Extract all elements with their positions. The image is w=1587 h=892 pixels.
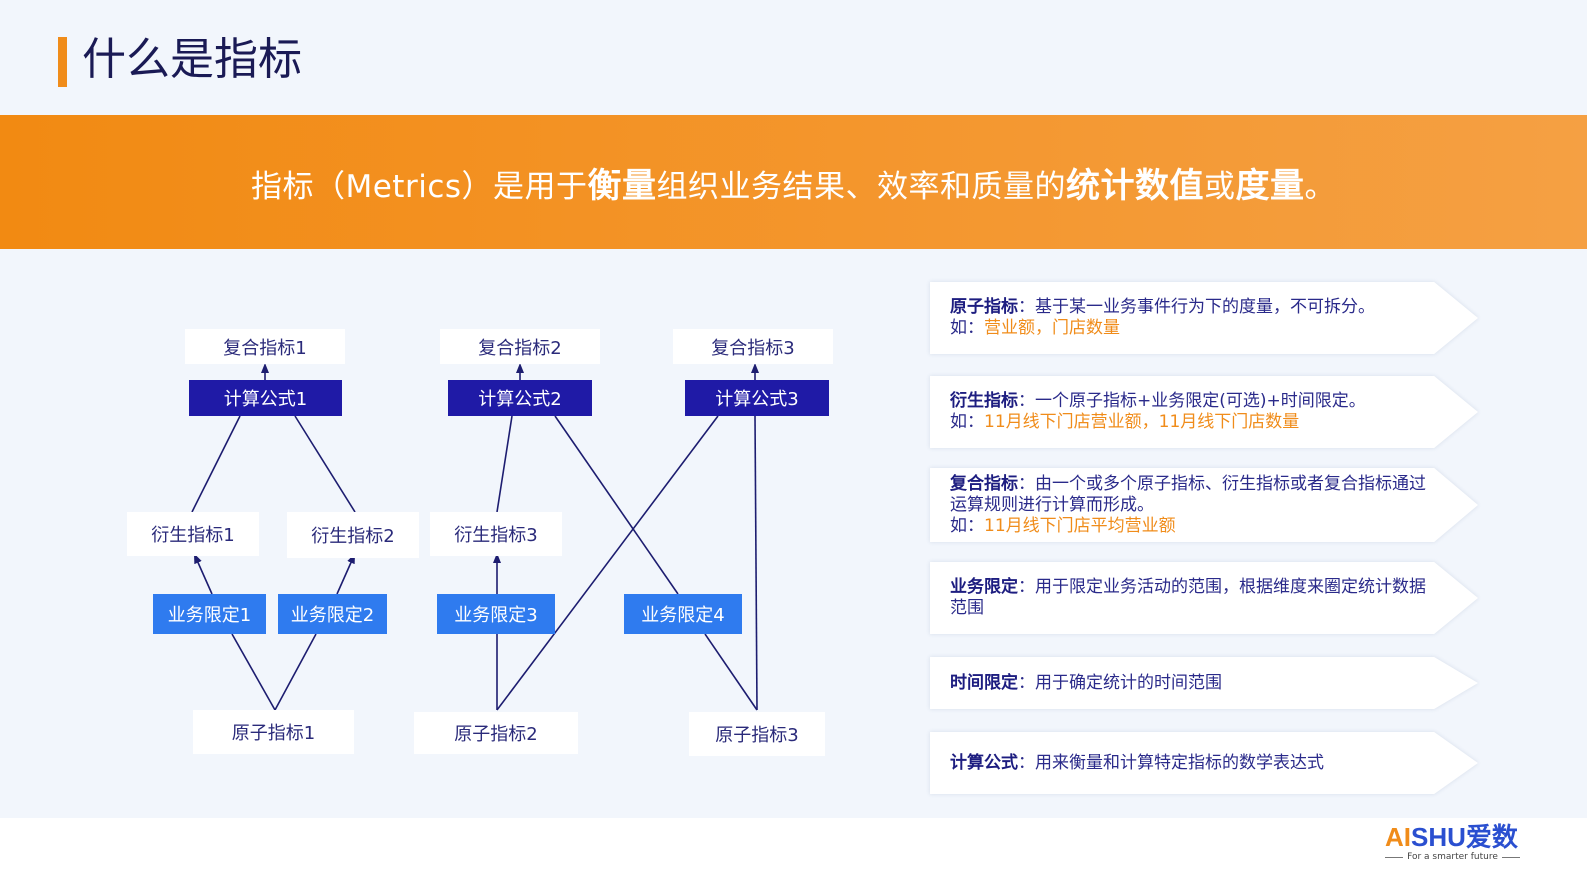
logo-wordmark: AISHU爱数: [1385, 822, 1535, 852]
aishu-logo: AISHU爱数 For a smarter future: [1385, 822, 1535, 872]
banner-part: 或: [1204, 168, 1236, 205]
derived-metric-node: 衍生指标1: [127, 512, 259, 556]
connector-line: [193, 553, 213, 595]
card-shape: [930, 562, 1478, 634]
card-shape: [930, 732, 1478, 794]
connector-line: [496, 415, 513, 513]
example-line: 如：11月线下门店平均营业额: [950, 516, 1426, 537]
atomic-metric-node: 原子指标3: [689, 712, 825, 756]
card-shape: [930, 468, 1478, 542]
connector-line: [231, 633, 276, 711]
definition-term: 计算公式: [950, 752, 1018, 773]
derived-metric-node: 衍生指标3: [430, 512, 562, 556]
formula-node: 计算公式3: [685, 380, 829, 416]
card-shape: [930, 657, 1478, 709]
definition-card: 原子指标：基于某一业务事件行为下的度量，不可拆分。 如：营业额，门店数量: [930, 282, 1478, 354]
connector-line: [496, 415, 719, 711]
banner-emphasis: 度量: [1235, 165, 1305, 206]
derived-metric-node: 衍生指标2: [287, 512, 419, 558]
definition-card: 计算公式：用来衡量和计算特定指标的数学表达式: [930, 732, 1478, 794]
definition-line: 计算公式：用来衡量和计算特定指标的数学表达式: [950, 753, 1426, 774]
definition-card: 业务限定：用于限定业务活动的范围，根据维度来圈定统计数据范围: [930, 562, 1478, 634]
title-accent-bar: [58, 37, 67, 87]
definitions-list: 原子指标：基于某一业务事件行为下的度量，不可拆分。 如：营业额，门店数量 衍生指…: [930, 282, 1490, 802]
banner-emphasis: 衡量: [587, 165, 657, 206]
card-content: 业务限定：用于限定业务活动的范围，根据维度来圈定统计数据范围: [930, 562, 1478, 634]
definition-term: 时间限定: [950, 672, 1018, 693]
example-text: 11月线下门店营业额，11月线下门店数量: [984, 412, 1300, 432]
example-prefix: 如：: [950, 412, 984, 432]
card-content: 复合指标：由一个或多个原子指标、衍生指标或者复合指标通过运算规则进行计算而形成。…: [930, 468, 1478, 542]
connector-line: [704, 633, 758, 711]
definition-card: 复合指标：由一个或多个原子指标、衍生指标或者复合指标通过运算规则进行计算而形成。…: [930, 468, 1478, 542]
banner-part: 。: [1304, 168, 1337, 205]
card-content: 原子指标：基于某一业务事件行为下的度量，不可拆分。 如：营业额，门店数量: [930, 282, 1478, 354]
tagline-rule: [1385, 856, 1404, 858]
logo-ai: AI: [1385, 822, 1411, 852]
example-text: 营业额，门店数量: [984, 318, 1120, 338]
diagram-connectors: [191, 363, 759, 711]
definition-line: 衍生指标：一个原子指标+业务限定(可选)+时间限定。: [950, 391, 1426, 412]
banner-part: 指标（Metrics）是用于: [250, 168, 588, 205]
formula-node: 计算公式2: [448, 380, 592, 416]
connector-line: [294, 415, 356, 513]
definition-desc: ：用于确定统计的时间范围: [1018, 672, 1222, 693]
card-content: 时间限定：用于确定统计的时间范围: [930, 657, 1478, 709]
atomic-metric-node: 原子指标1: [193, 710, 354, 754]
definition-card: 衍生指标：一个原子指标+业务限定(可选)+时间限定。 如：11月线下门店营业额，…: [930, 376, 1478, 448]
page-title: 什么是指标: [82, 34, 302, 85]
business-limit-node: 业务限定2: [278, 594, 387, 634]
example-line: 如：营业额，门店数量: [950, 318, 1426, 339]
definition-banner: 指标（Metrics）是用于衡量组织业务结果、效率和质量的统计数值或度量。: [0, 115, 1587, 249]
definition-term: 业务限定: [950, 577, 1018, 597]
connector-line: [274, 633, 317, 711]
logo-cn: 爱数: [1465, 822, 1518, 852]
card-content: 计算公式：用来衡量和计算特定指标的数学表达式: [930, 732, 1478, 794]
composite-metric-node: 复合指标1: [185, 329, 345, 364]
definition-line: 原子指标：基于某一业务事件行为下的度量，不可拆分。: [950, 297, 1426, 318]
definition-desc: ：一个原子指标+业务限定(可选)+时间限定。: [1018, 391, 1366, 411]
example-text: 11月线下门店平均营业额: [984, 515, 1176, 536]
example-line: 如：11月线下门店营业额，11月线下门店数量: [950, 412, 1426, 433]
banner-text: 指标（Metrics）是用于衡量组织业务结果、效率和质量的统计数值或度量。: [251, 158, 1336, 207]
definition-desc: ：由一个或多个原子指标、衍生指标或者复合指标通过运算规则进行计算而形成。: [950, 473, 1426, 515]
connector-line: [336, 553, 356, 595]
definition-desc: ：用来衡量和计算特定指标的数学表达式: [1018, 752, 1324, 773]
logo-shu: SHU: [1411, 822, 1466, 852]
business-limit-node: 业务限定1: [153, 594, 266, 634]
banner-emphasis: 统计数值: [1066, 165, 1205, 206]
atomic-metric-node: 原子指标2: [414, 712, 578, 754]
business-limit-node: 业务限定3: [437, 594, 555, 634]
formula-node: 计算公式1: [189, 380, 342, 416]
definition-term: 原子指标: [950, 297, 1018, 317]
business-limit-node: 业务限定4: [624, 594, 742, 634]
definition-card: 时间限定：用于确定统计的时间范围: [930, 657, 1478, 709]
composite-metric-node: 复合指标2: [440, 329, 600, 364]
connector-line: [554, 415, 679, 595]
example-prefix: 如：: [950, 515, 984, 536]
logo-tagline: For a smarter future: [1385, 852, 1520, 862]
definition-line: 复合指标：由一个或多个原子指标、衍生指标或者复合指标通过运算规则进行计算而形成。: [950, 474, 1426, 516]
connector-line: [191, 415, 241, 513]
connector-line: [754, 415, 758, 711]
definition-term: 衍生指标: [950, 391, 1018, 411]
card-content: 衍生指标：一个原子指标+业务限定(可选)+时间限定。 如：11月线下门店营业额，…: [930, 376, 1478, 448]
card-shape: [930, 376, 1478, 448]
definition-term: 复合指标: [950, 473, 1018, 494]
definition-desc: ：用于限定业务活动的范围，根据维度来圈定统计数据范围: [950, 577, 1426, 618]
definition-line: 业务限定：用于限定业务活动的范围，根据维度来圈定统计数据范围: [950, 577, 1426, 619]
definition-line: 时间限定：用于确定统计的时间范围: [950, 673, 1426, 694]
example-prefix: 如：: [950, 318, 984, 338]
metrics-diagram: 复合指标1 复合指标2 复合指标3 计算公式1 计算公式2 计算公式3 衍生指标…: [0, 250, 900, 810]
card-shape: [930, 282, 1478, 354]
tagline-text: For a smarter future: [1407, 852, 1498, 862]
banner-part: 组织业务结果、效率和质量的: [656, 168, 1067, 205]
tagline-rule: [1501, 856, 1520, 858]
definition-desc: ：基于某一业务事件行为下的度量，不可拆分。: [1018, 297, 1375, 317]
composite-metric-node: 复合指标3: [673, 329, 833, 364]
